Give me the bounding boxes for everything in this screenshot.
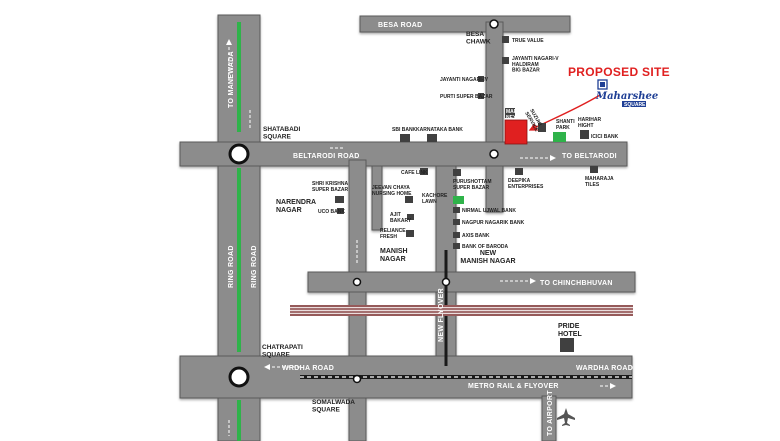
nagpur-nagarik-label: NAGPUR NAGARIK BANK [462,220,525,226]
metro-label: METRO RAIL & FLYOVER [468,383,559,390]
shanti-park-plot [553,132,566,142]
chinchbhuvan-road [307,271,636,293]
true-value-label: TRUE VALUE [512,38,544,44]
karnataka-label: KARNATAKA BANK [416,127,463,133]
beltarodi-road-label: BELTARODI ROAD [293,153,360,160]
maharshee-brand-sub-bg [622,101,646,107]
to-manewada-label: TO MANEWADA [228,51,235,108]
landmark-blocks [335,36,598,352]
ring-road-median-top [237,22,241,132]
ring-road-median-mid [237,168,241,352]
maharshee-brand: Maharshee [595,91,658,102]
sbi-label: SBI BANK [392,127,417,133]
site-pointer-arrow [528,94,601,131]
purti-label: PURTI SUPER BAZAR [440,94,493,100]
nirmal-label: NIRMAL UJWAL BANK [462,208,516,214]
flyover-junction [441,277,451,287]
maharshee-logo-icon [597,79,608,90]
icici-label: ICICI BANK [591,134,619,140]
airplane-icon [557,408,575,426]
airport-road [541,395,557,441]
ring-road-label-2: RING ROAD [251,245,258,288]
ring-road-label-1: RING ROAD [228,245,235,288]
uco-label: UCO BANK [318,209,345,215]
shatabadi-roundabout [228,143,250,165]
wardha-road-label-2: WARDHA ROAD [576,365,633,372]
railway-line [290,305,633,316]
maharshee-brand-sub: SQUARE [624,102,646,108]
cafe-link-label: CAFE LINK [401,170,428,176]
jayanti-nagari-iv-label: JAYANTI NAGARI-IV [440,77,489,83]
besa-road-label: BESA ROAD [378,22,422,29]
new-flyover-label: NEW FLYOVER [438,288,445,342]
chatrapati-roundabout [228,366,250,388]
besa-roundabout [489,19,499,29]
to-beltarodi-label: TO BELTARODI [562,153,617,160]
somalwada-junction [352,374,362,384]
wardha-road-label-1: WRDHA ROAD [282,365,334,372]
to-chinchbhuvan-label: TO CHINCHBHUVAN [540,280,613,287]
junctions [228,19,499,388]
kachore-lawn-plot [453,196,464,204]
bob-label: BANK OF BARODA [462,244,508,250]
proposed-site-title: PROPOSED SITE [568,65,670,79]
maharshee-logo: Maharshee SQUARE [595,79,658,108]
ring-road-median-bottom [237,400,241,441]
axis-label: AXIS BANK [462,233,490,239]
beltarodi-junction [489,149,499,159]
proposed-site-plot [504,119,528,145]
to-airport-label: TO AIRPORT [547,390,554,436]
manish-junction [352,277,362,287]
road-arrows [226,39,616,436]
besa-road [359,15,571,33]
inner-road [371,165,383,231]
